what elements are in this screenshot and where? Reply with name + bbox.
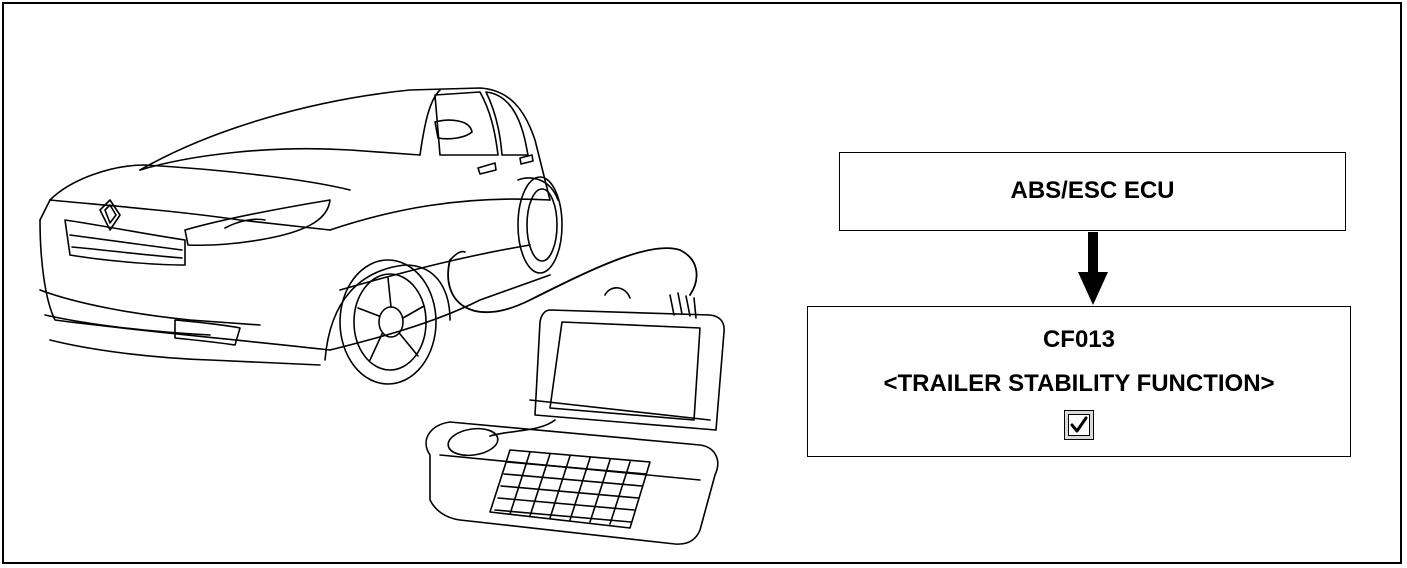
configuration-code: CF013 — [808, 326, 1350, 354]
checkbox — [1064, 410, 1094, 440]
checkbox-inner — [1068, 414, 1090, 436]
ecu-box: ABS/ESC ECU — [839, 152, 1346, 231]
configuration-box: CF013 <TRAILER STABILITY FUNCTION> — [807, 306, 1351, 457]
car-with-diagnostic-tool-icon — [10, 60, 730, 560]
configuration-function-name: <TRAILER STABILITY FUNCTION> — [808, 370, 1350, 398]
ecu-label: ABS/ESC ECU — [840, 177, 1345, 205]
checkmark-icon — [1069, 415, 1089, 435]
diagnostic-cable — [448, 248, 696, 312]
arrow-down-icon — [1078, 232, 1108, 305]
diagnostic-tool-icon — [426, 288, 724, 544]
car-icon — [40, 88, 562, 384]
